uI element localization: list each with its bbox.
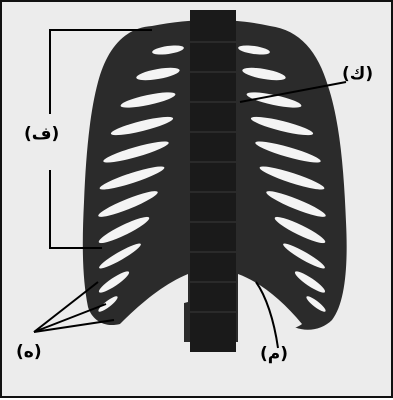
label-bottom-left: (ه) <box>16 344 42 361</box>
label-left: (ف) <box>24 126 59 143</box>
vertebral-column <box>190 10 236 352</box>
label-bottom-center: (م) <box>260 346 288 363</box>
label-top-right: (ك) <box>342 66 373 83</box>
